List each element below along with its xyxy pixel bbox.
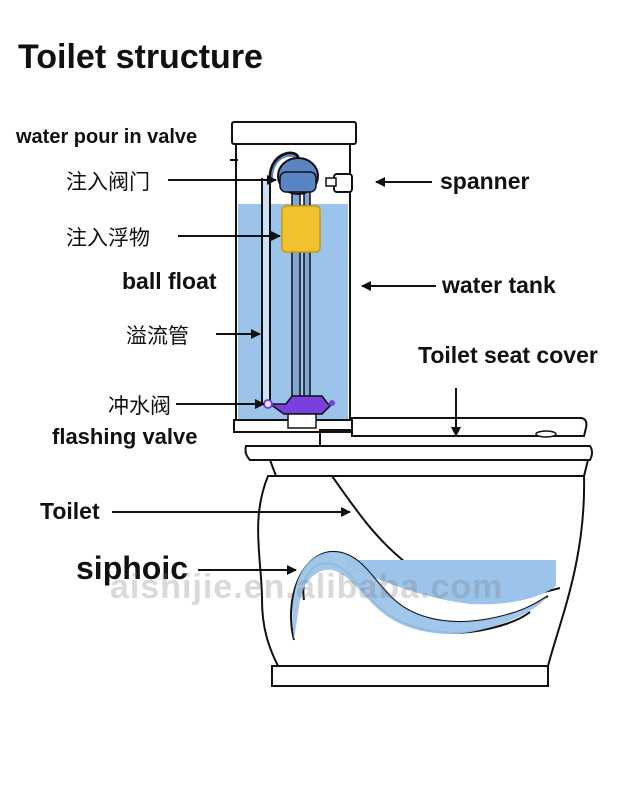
label-yiliuguan: 溢流管 (126, 324, 189, 348)
label-ball-float: ball float (122, 268, 217, 294)
watermark-text: aishijie.en.alibaba.com (110, 568, 504, 606)
inlet-valve (268, 151, 319, 405)
label-siphoic: siphoic (76, 550, 189, 586)
label-spanner: spanner (440, 168, 530, 194)
label-zhuru-famen: 注入阀门 (66, 170, 150, 194)
toilet-bowl-shape (257, 475, 586, 687)
ball-float-shape (281, 205, 321, 253)
label-toilet: Toilet (40, 498, 100, 524)
seat-cover-shape (244, 417, 593, 477)
spanner-shape (325, 173, 353, 193)
label-chongshuifa: 冲水阀 (108, 394, 171, 418)
label-zhuru-fuwu: 注入浮物 (66, 226, 150, 250)
label-water-pour-in-valve: water pour in valve (16, 126, 198, 148)
toilet-base (271, 665, 549, 687)
overflow-tube (261, 178, 271, 405)
label-flashing-valve: flashing valve (52, 424, 198, 449)
flush-valve-shape (263, 395, 335, 429)
label-arrows (112, 159, 461, 575)
page-title: Toilet structure (18, 38, 263, 76)
label-toilet-seat-cover: Toilet seat cover (418, 342, 598, 368)
tank-lid (231, 121, 357, 145)
label-water-tank: water tank (442, 272, 556, 298)
